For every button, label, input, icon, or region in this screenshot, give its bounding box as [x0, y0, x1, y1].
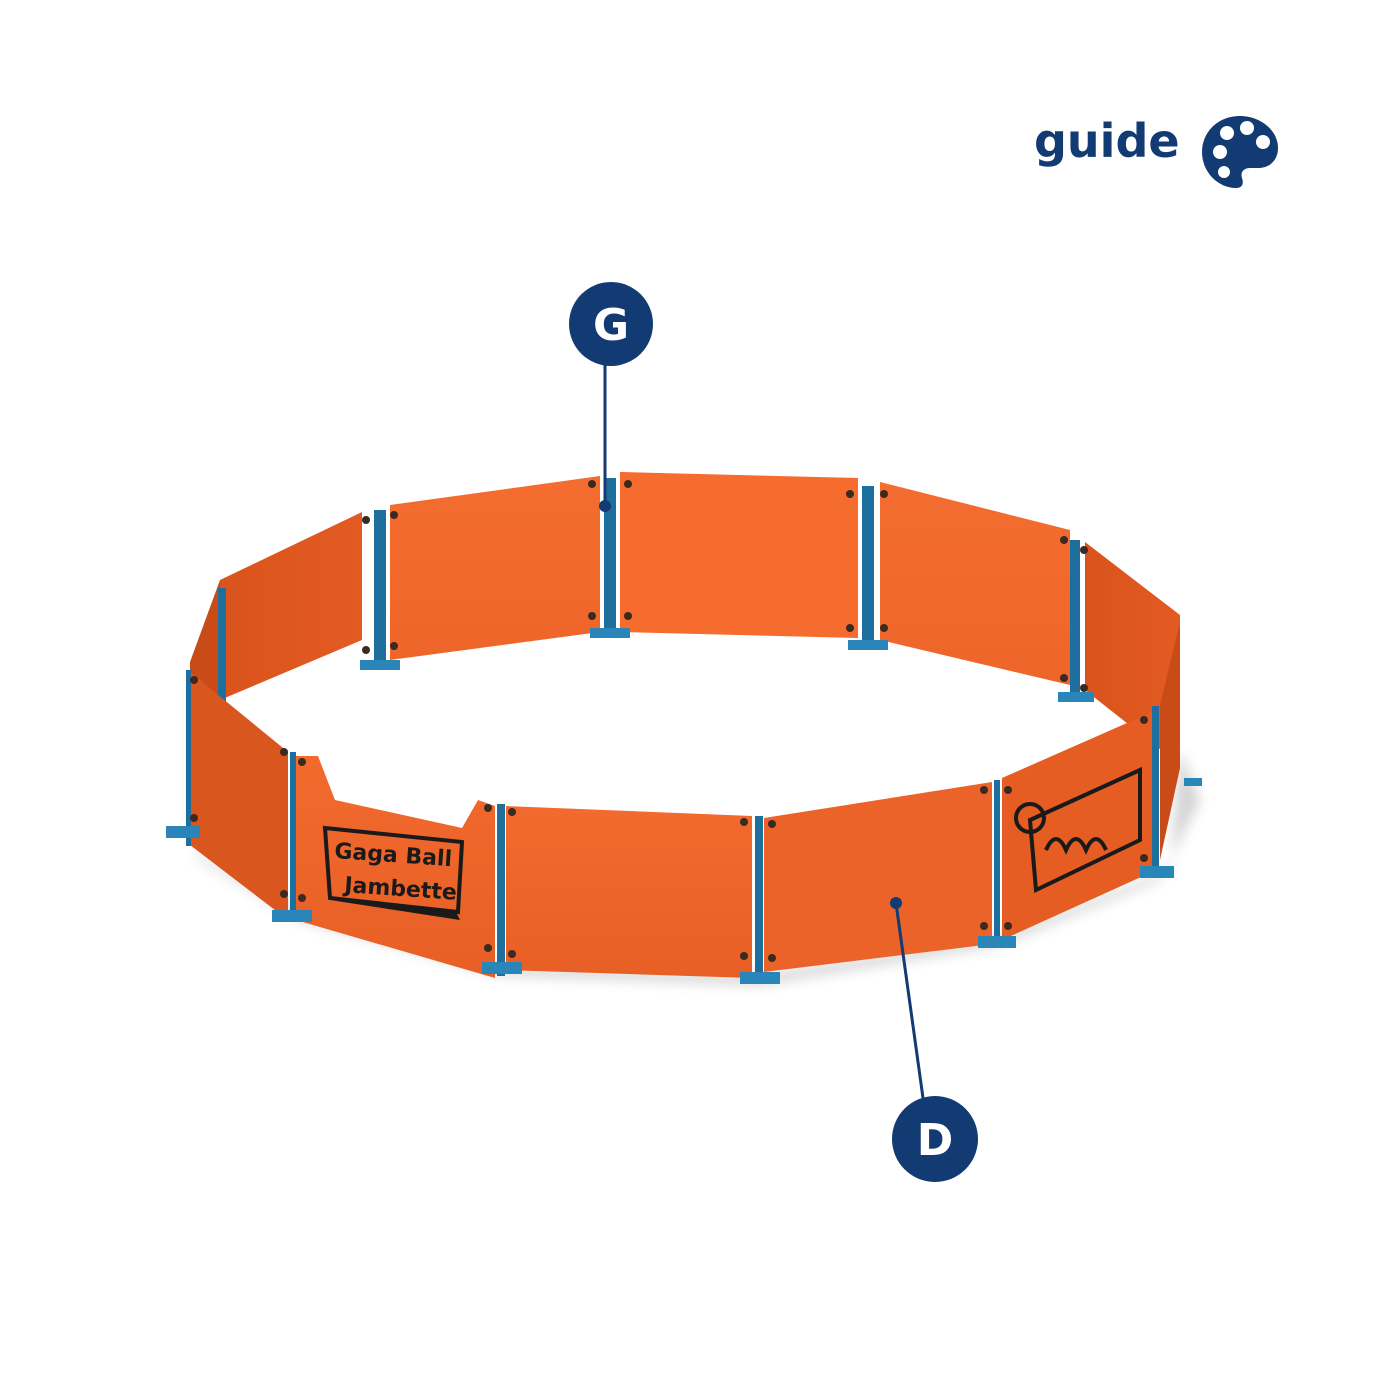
logo-mark	[1014, 766, 1142, 894]
callout-g-label: G	[593, 300, 629, 351]
back-panels	[190, 472, 1180, 780]
back-bolts	[362, 480, 1088, 692]
front-bolts	[190, 676, 1148, 962]
guide-label: guide	[1034, 114, 1180, 168]
front-panels	[190, 622, 1180, 978]
guide-brand: guide	[1030, 108, 1290, 188]
callout-d: D	[890, 897, 978, 1182]
back-posts	[218, 478, 1094, 708]
front-posts	[166, 670, 1202, 984]
palette-icon	[1202, 116, 1278, 188]
callout-d-label: D	[917, 1115, 954, 1166]
callout-g: G	[569, 282, 653, 512]
